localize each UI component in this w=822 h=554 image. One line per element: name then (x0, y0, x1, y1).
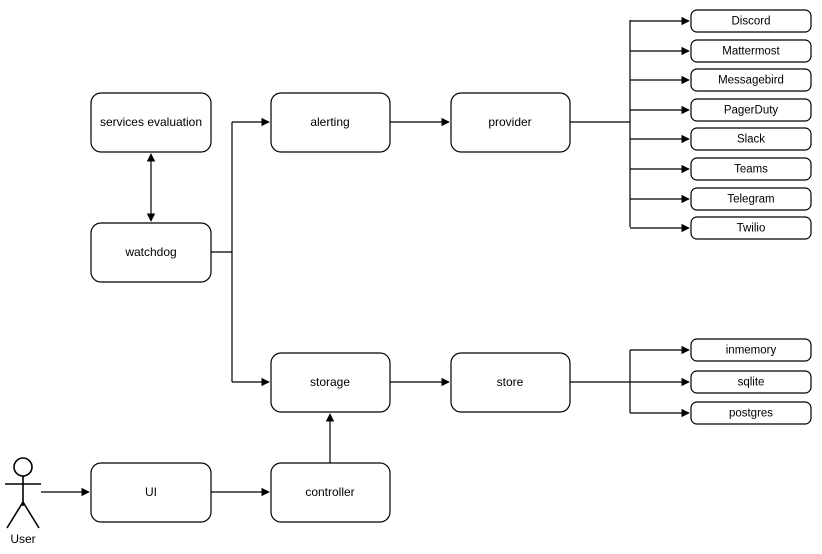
node-storage[interactable]: storage (270, 352, 391, 413)
actor-head-icon (13, 457, 33, 477)
leaf-provider-discord-label: Discord (732, 16, 771, 28)
leaf-provider-telegram-box[interactable] (690, 187, 812, 211)
actor-legs-icon (6, 500, 40, 529)
leaf-provider-discord[interactable]: Discord (690, 9, 812, 33)
leaf-provider-telegram[interactable]: Telegram (690, 187, 812, 211)
leaf-store-postgres-label: postgres (729, 408, 773, 420)
leaf-provider-teams[interactable]: Teams (690, 157, 812, 181)
leaf-provider-mattermost-label: Mattermost (722, 46, 780, 58)
node-ui[interactable]: UI (90, 462, 212, 523)
leaf-provider-twilio[interactable]: Twilio (690, 216, 812, 240)
leaf-provider-messagebird[interactable]: Messagebird (690, 68, 812, 92)
leaf-provider-slack[interactable]: Slack (690, 127, 812, 151)
leaf-provider-mattermost-box[interactable] (690, 39, 812, 63)
leaf-provider-messagebird-label: Messagebird (718, 75, 784, 87)
leaf-store-sqlite[interactable]: sqlite (690, 370, 812, 394)
node-store-label: store (497, 375, 524, 389)
leaf-provider-telegram-label: Telegram (727, 194, 774, 206)
leaf-store-inmemory-box[interactable] (690, 338, 812, 362)
node-services-evaluation-label: services evaluation (100, 115, 202, 129)
node-controller-box[interactable] (270, 462, 391, 523)
node-provider-label: provider (488, 115, 531, 129)
leaf-store-inmemory[interactable]: inmemory (690, 338, 812, 362)
node-services-evaluation[interactable]: services evaluation (90, 92, 212, 153)
node-ui-box[interactable] (90, 462, 212, 523)
node-watchdog[interactable]: watchdog (90, 222, 212, 283)
store-branch-edges (630, 345, 690, 418)
leaf-provider-pagerduty-box[interactable] (690, 98, 812, 122)
node-watchdog-box[interactable] (90, 222, 212, 283)
node-storage-box[interactable] (270, 352, 391, 413)
leaf-provider-pagerduty[interactable]: PagerDuty (690, 98, 812, 122)
leaf-provider-mattermost[interactable]: Mattermost (690, 39, 812, 63)
leaf-provider-slack-box[interactable] (690, 127, 812, 151)
leaf-provider-pagerduty-label: PagerDuty (724, 105, 779, 117)
store-leaf-nodes: inmemory sqlite postgres (690, 338, 812, 425)
leaf-provider-twilio-label: Twilio (737, 223, 766, 235)
node-alerting-label: alerting (310, 115, 349, 129)
node-controller-label: controller (305, 485, 354, 499)
node-store-box[interactable] (450, 352, 571, 413)
leaf-store-inmemory-label: inmemory (726, 345, 777, 357)
node-provider-box[interactable] (450, 92, 571, 153)
node-alerting[interactable]: alerting (270, 92, 391, 153)
leaf-store-sqlite-box[interactable] (690, 370, 812, 394)
leaf-store-postgres-box[interactable] (690, 401, 812, 425)
user-actor: User (5, 457, 41, 546)
node-ui-label: UI (145, 485, 157, 499)
leaf-provider-teams-box[interactable] (690, 157, 812, 181)
leaf-provider-teams-label: Teams (734, 164, 768, 176)
actor-label: User (10, 532, 35, 546)
leaf-provider-twilio-box[interactable] (690, 216, 812, 240)
leaf-provider-slack-label: Slack (737, 134, 765, 146)
provider-branch-edges (630, 16, 690, 233)
node-watchdog-label: watchdog (124, 245, 176, 259)
node-controller[interactable]: controller (270, 462, 391, 523)
edges-layer (41, 20, 631, 497)
provider-leaf-nodes: DiscordMattermostMessagebirdPagerDutySla… (690, 9, 812, 240)
node-storage-label: storage (310, 375, 350, 389)
leaf-provider-discord-box[interactable] (690, 9, 812, 33)
leaf-provider-messagebird-box[interactable] (690, 68, 812, 92)
node-alerting-box[interactable] (270, 92, 391, 153)
node-provider[interactable]: provider (450, 92, 571, 153)
leaf-store-postgres[interactable]: postgres (690, 401, 812, 425)
node-store[interactable]: store (450, 352, 571, 413)
node-services-evaluation-box[interactable] (90, 92, 212, 153)
leaf-store-sqlite-label: sqlite (738, 377, 765, 389)
